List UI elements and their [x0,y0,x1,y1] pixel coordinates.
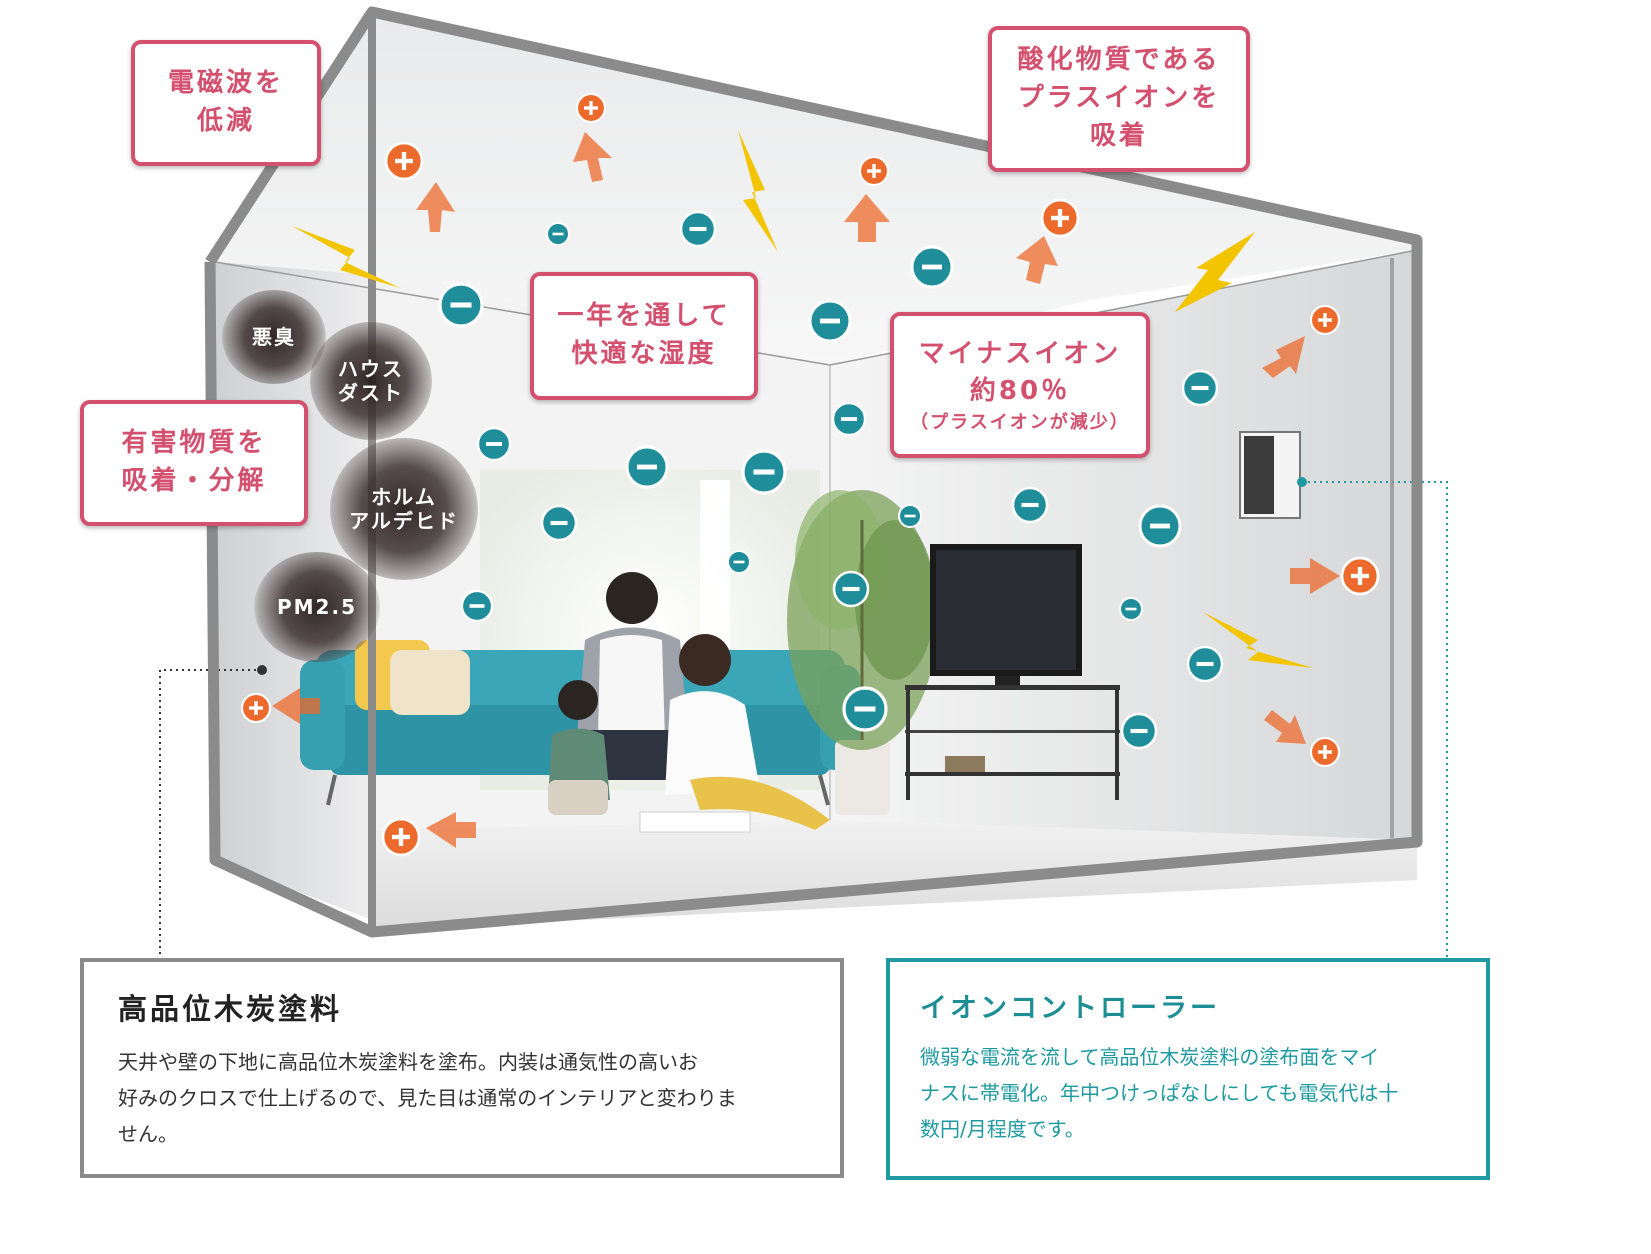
pollutant-label: ホルム [371,485,437,509]
plus-ion-icon [381,817,421,857]
house-frame [204,6,1423,938]
callout-text: 低減 [196,106,255,136]
minus-ion-icon [625,445,669,489]
lightning-icon [1203,612,1313,668]
arrow-icon [573,132,612,182]
pollutant-formaldehyde: ホルム アルデヒド [330,438,478,580]
pollutant-pm25: PM2.5 [254,552,380,662]
info-box-line: 好みのクロスで仕上げるので、見た目は通常のインテリアと変わりま [118,1086,737,1110]
ion-controller-device [1239,431,1301,519]
minus-ion-icon [832,570,870,608]
plus-ion-icon [858,155,890,187]
house-plant [787,490,937,815]
minus-ion-icon [831,401,867,437]
callout-text: 有害物質を [121,428,267,459]
pollutant-label: PM2.5 [277,595,357,619]
pollutant-label: ダスト [338,381,404,405]
arrow-icon [1290,558,1340,594]
callout-text: 吸着・分解 [121,466,267,496]
callout-harmful-substances: 有害物質を 吸着・分解 [80,400,308,526]
ceiling-plane [215,14,1417,365]
pollutant-label: ハウス [338,357,404,381]
info-box-title: 高品位木炭塗料 [118,992,343,1026]
plus-ion-icon [575,92,607,124]
plus-ion-arrows [272,132,1340,848]
minus-ion-icon [546,222,570,246]
lightning-bolts [292,130,1313,668]
minus-ions [438,210,1224,750]
info-box-line: ナスに帯電化。年中つけっぱなしにしても電気代は十 [920,1081,1399,1105]
callout-text: 一年を通して [557,301,731,332]
plus-ion-icon [384,141,424,181]
controller-leader-line [1302,481,1448,958]
minus-ion-icon [898,504,922,528]
floor-plane [372,820,1417,930]
charcoal-leader-line [159,669,262,958]
callout-humidity: 一年を通して 快適な湿度 [530,272,758,400]
info-box-title: イオンコントローラー [920,993,1220,1024]
pollutant-label: 悪臭 [252,325,296,349]
plus-ion-icon [240,692,272,724]
callout-text: 酸化物質である [1017,45,1221,76]
callout-minus-ion: マイナスイオン 約80％ （プラスイオンが減少） [890,312,1150,458]
arrow-icon [272,688,320,724]
minus-ion-icon [808,299,852,343]
television-set [905,544,1120,800]
minus-ion-icon [540,504,578,542]
minus-ion-icon [1011,486,1049,524]
info-box-line: 数円/月程度です。 [920,1117,1085,1141]
callout-text: マイナスイオン [918,338,1122,369]
pollutant-odor: 悪臭 [222,290,326,384]
plus-ion-icon [1309,736,1341,768]
arrow-icon [1262,336,1305,378]
callout-text: 快適な湿度 [571,339,717,369]
callout-text: 吸着 [1089,120,1148,151]
info-box-line: せん。 [118,1122,178,1146]
pollutant-label: アルデヒド [349,509,459,533]
info-box-line: 微弱な電流を流して高品位木炭塗料の塗布面をマイ [920,1045,1380,1069]
lightning-icon [1175,232,1255,312]
callout-text: 約80％ [969,376,1071,407]
minus-ion-icon [842,686,888,732]
minus-ion-icon [741,449,787,495]
callout-text: 電磁波を [167,68,284,99]
info-box-ion-controller: イオンコントローラー 微弱な電流を流して高品位木炭塗料の塗布面をマイ ナスに帯電… [886,958,1490,1180]
plus-ion-icon [1040,198,1080,238]
arrow-icon [1264,710,1306,744]
minus-ion-icon [460,589,494,623]
callout-text: プラスイオンを [1017,83,1221,114]
arrow-icon [1016,236,1058,284]
minus-ion-icon [1119,597,1143,621]
plus-ions [240,92,1380,857]
family-figures [548,572,830,833]
arrow-icon [416,182,455,232]
plus-ion-icon [1340,556,1380,596]
arrow-icon [844,194,890,242]
arrow-icon [426,812,476,848]
minus-ion-icon [727,550,751,574]
minus-ion-icon [1181,369,1219,407]
callout-plus-ion-adsorption: 酸化物質である プラスイオンを 吸着 [988,26,1250,172]
minus-ion-icon [910,245,954,289]
info-box-line: 天井や壁の下地に高品位木炭塗料を塗布。内装は通気性の高いお [118,1050,698,1074]
minus-ion-icon [438,282,484,328]
lightning-icon [738,130,778,252]
info-box-charcoal-paint: 高品位木炭塗料 天井や壁の下地に高品位木炭塗料を塗布。内装は通気性の高いお 好み… [80,958,844,1178]
minus-ion-icon [1186,645,1224,683]
minus-ion-icon [476,426,512,462]
minus-ion-icon [1138,504,1182,548]
plus-ion-icon [1309,304,1341,336]
minus-ion-icon [1120,712,1158,750]
minus-ion-icon [679,210,717,248]
pollutant-house-dust: ハウス ダスト [310,322,432,440]
callout-note: （プラスイオンが減少） [910,411,1130,433]
callout-em-wave-reduction: 電磁波を 低減 [131,40,321,166]
